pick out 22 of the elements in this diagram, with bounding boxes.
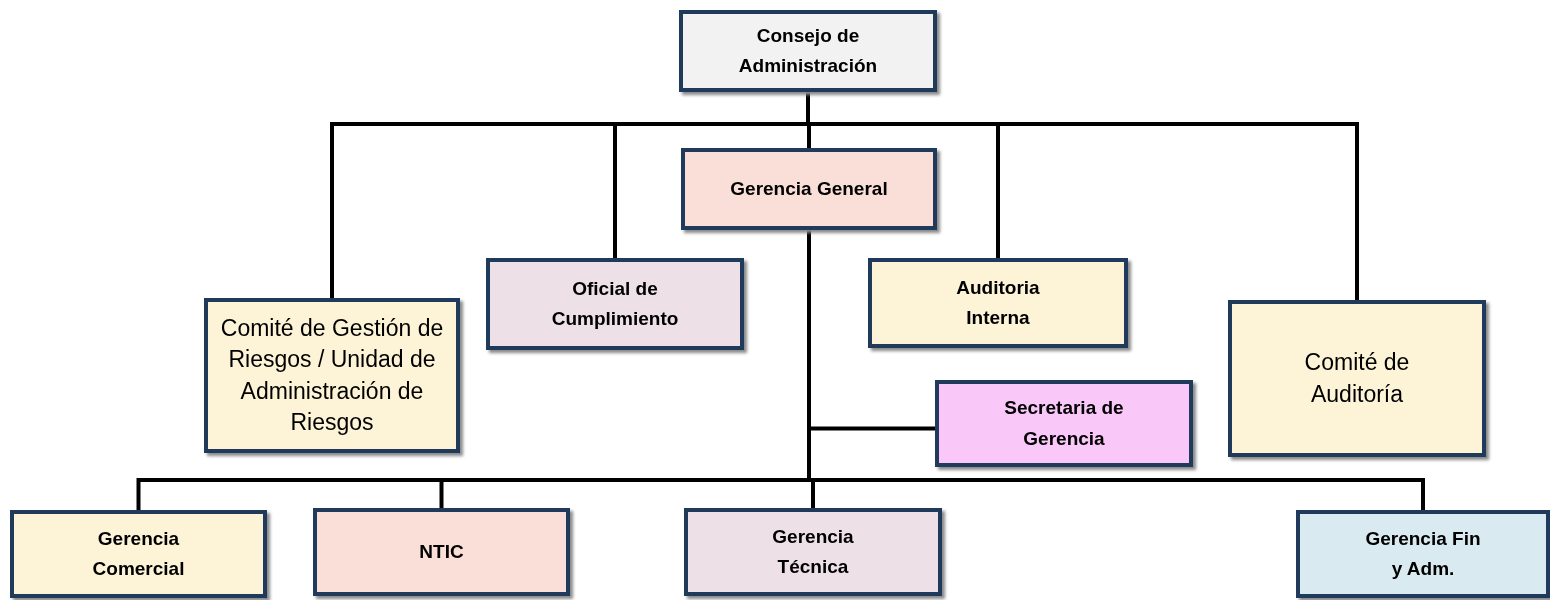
box-label: Gerencia Comercial (91, 526, 186, 581)
box-label: NTIC (419, 539, 464, 564)
org-box (868, 258, 1128, 348)
org-box (486, 258, 744, 350)
box-label: Comité de Gestión de Riesgos / Unidad de Administración de Riesgos (219, 314, 445, 437)
org-box (935, 380, 1193, 467)
org-box (681, 148, 937, 230)
org-box (204, 298, 460, 453)
box-label: Gerencia Fin y Adm. (1364, 526, 1482, 581)
box-label: Oficial de Cumplimiento (550, 276, 680, 331)
org-box (313, 508, 570, 596)
org-box (679, 10, 937, 92)
org-box (1296, 510, 1550, 598)
box-label: Gerencia Técnica (771, 524, 855, 579)
box-label: Secretaria de Gerencia (1003, 396, 1125, 451)
org-box (10, 510, 267, 598)
box-label: Auditoria Interna (955, 275, 1041, 330)
box-label: Consejo de Administración (737, 23, 879, 78)
org-box (1228, 300, 1486, 457)
box-label: Gerencia General (730, 176, 888, 201)
box-label: Comité de Auditoría (1303, 348, 1411, 409)
org-box (684, 508, 942, 596)
